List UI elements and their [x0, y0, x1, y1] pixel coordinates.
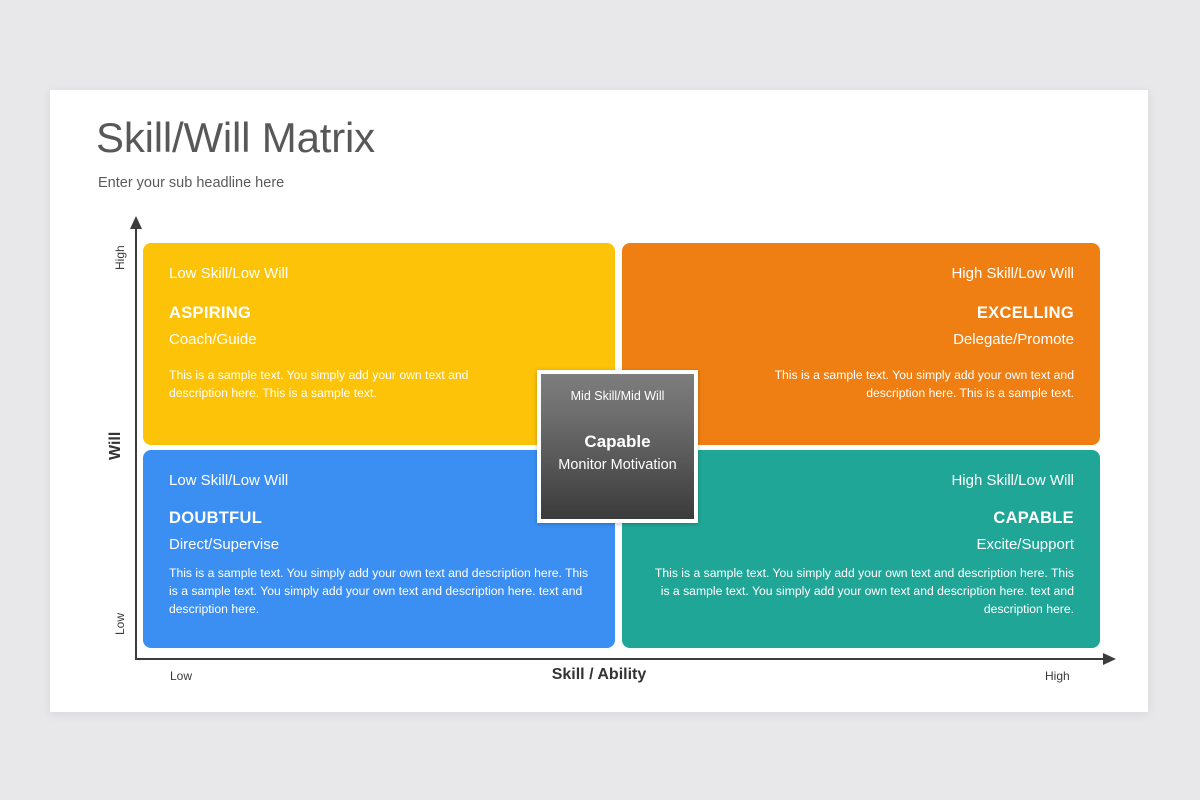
quadrant-category: High Skill/Low Will [951, 472, 1074, 489]
slide-card: Skill/Will Matrix Enter your sub headlin… [50, 90, 1148, 712]
quadrant-excelling[interactable]: High Skill/Low Will EXCELLING Delegate/P… [622, 243, 1100, 445]
x-axis-arrow-icon [1103, 653, 1116, 665]
quadrant-action: Direct/Supervise [169, 536, 280, 553]
center-box-name: Capable [584, 432, 651, 451]
quadrant-doubtful[interactable]: Low Skill/Low Will DOUBTFUL Direct/Super… [143, 450, 615, 648]
quadrant-name: EXCELLING [976, 304, 1074, 322]
x-axis-low-label: Low [170, 669, 193, 683]
quadrant-body: This is a sample text. You simply add yo… [169, 368, 469, 401]
x-axis-line [135, 658, 1105, 660]
center-box-category: Mid Skill/Mid Will [570, 389, 665, 403]
quadrant-aspiring[interactable]: Low Skill/Low Will ASPIRING Coach/Guide … [143, 243, 615, 445]
center-box-action: Monitor Motivation [558, 457, 677, 473]
quadrant-capable[interactable]: High Skill/Low Will CAPABLE Excite/Suppo… [622, 450, 1100, 648]
quadrant-category: Low Skill/Low Will [169, 265, 289, 282]
x-axis-title: Skill / Ability [551, 666, 647, 683]
y-axis-title: Will [107, 431, 124, 460]
center-box-mid-skill-mid-will[interactable]: Mid Skill/Mid Will Capable Monitor Motiv… [537, 370, 698, 523]
quadrant-category: Low Skill/Low Will [169, 472, 289, 489]
y-axis-line [135, 227, 137, 660]
quadrant-action: Excite/Support [976, 536, 1074, 553]
quadrant-action: Delegate/Promote [953, 331, 1074, 348]
y-axis-low-label: Low [113, 612, 127, 635]
y-axis-arrow-icon [130, 216, 142, 229]
quadrant-name: ASPIRING [169, 304, 252, 322]
page-title: Skill/Will Matrix [96, 114, 375, 161]
x-axis-high-label: High [1045, 669, 1070, 683]
y-axis-high-label: High [113, 245, 127, 270]
quadrant-name: DOUBTFUL [169, 509, 263, 527]
skill-will-matrix-chart: High Low Will Low High Skill / Ability L… [50, 90, 1148, 712]
quadrant-body: This is a sample text. You simply add yo… [774, 368, 1074, 401]
quadrant-action: Coach/Guide [169, 331, 257, 348]
quadrant-body: This is a sample text. You simply add yo… [169, 566, 589, 617]
quadrant-body: This is a sample text. You simply add yo… [654, 566, 1074, 617]
quadrant-name: CAPABLE [993, 509, 1074, 527]
page-subtitle: Enter your sub headline here [98, 175, 285, 191]
quadrant-category: High Skill/Low Will [951, 265, 1074, 282]
